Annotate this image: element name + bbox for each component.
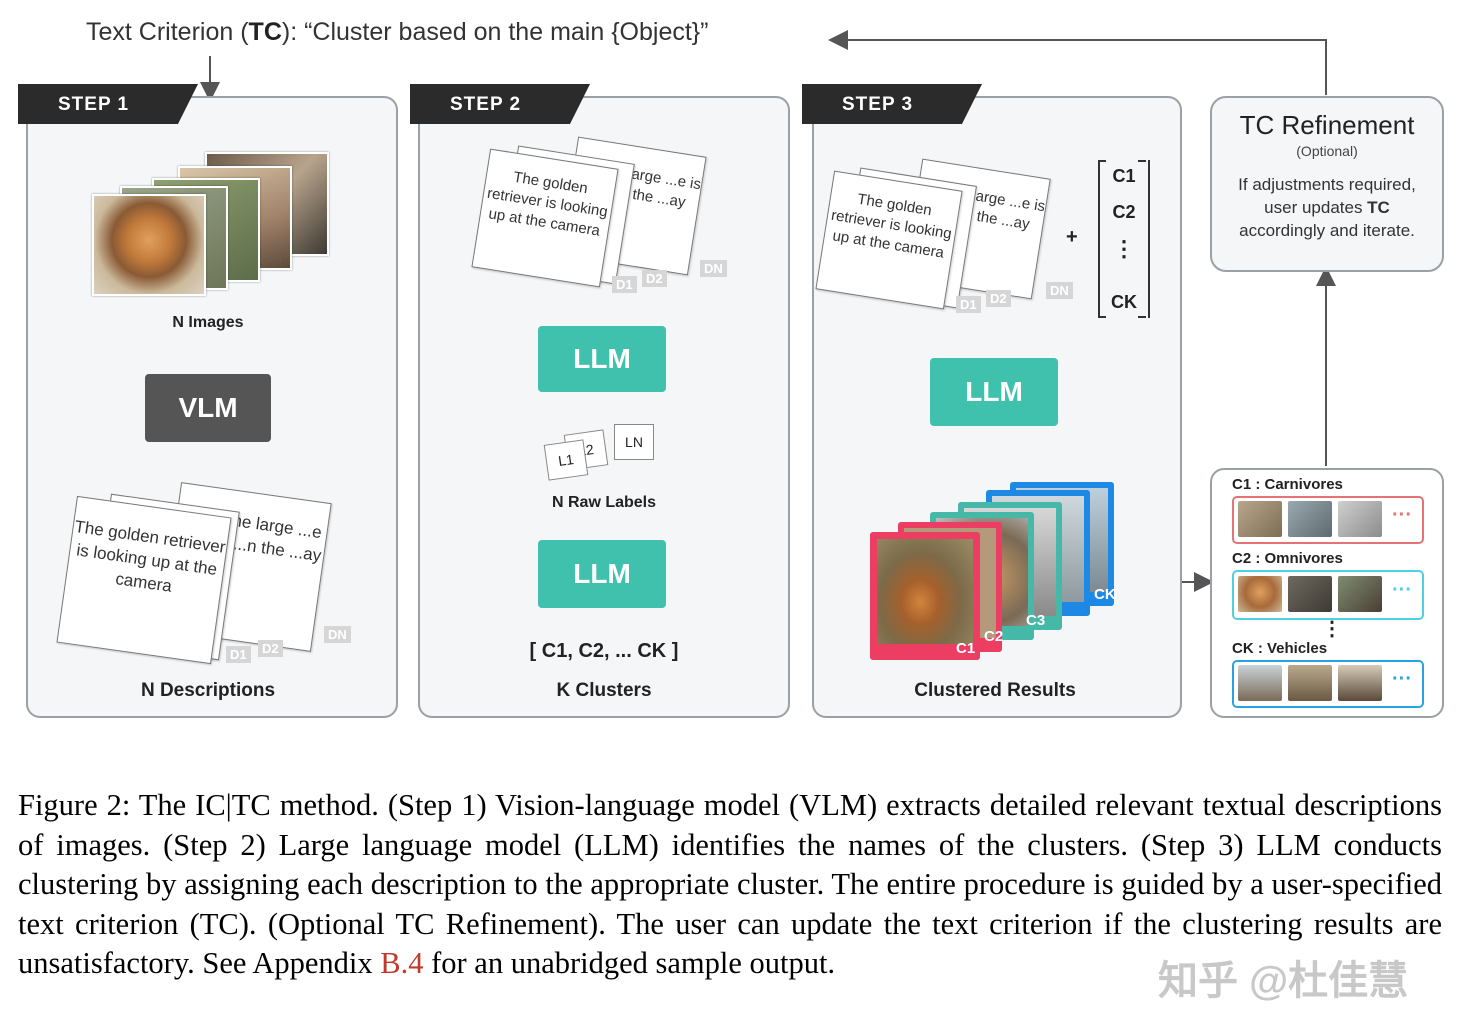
cluster-vdots: ⋮ [1113,236,1135,261]
cluster-bracket [1098,160,1150,318]
bracket-tick [1138,316,1146,318]
stack-label-c2: C2 [984,628,1004,645]
description-card-front: The golden retriever is looking up at th… [815,170,963,310]
cluster-row-carnivores: ··· [1232,496,1424,544]
cluster-title-carnivores: C1 : Carnivores [1232,476,1343,493]
description-card-front: The golden retriever is looking up at th… [471,148,619,288]
refinement-optional: (Optional) [1296,143,1358,159]
raw-labels-caption: N Raw Labels [551,494,657,511]
results-vdots: ⋮ [1322,618,1342,640]
more-dots: ··· [1392,668,1412,690]
stack-ellipsis: · · · [258,252,283,269]
tc-refinement-box: TC Refinement (Optional) If adjustments … [1210,96,1444,272]
images-label: N Images [172,314,244,331]
d1-label: D1 [612,276,637,293]
thumb-image [1288,665,1332,701]
more-dots: ··· [1392,504,1412,526]
thumb-image [1238,665,1282,701]
thumb-image [1338,576,1382,612]
watermark: 知乎 @杜佳慧 [1158,959,1409,1003]
d2-label: D2 [642,270,667,287]
cluster-c2: C2 [1112,202,1136,222]
figure-caption: Figure 2: The IC|TC method. (Step 1) Vis… [18,788,1442,980]
cluster-title-omnivores: C2 : Omnivores [1232,550,1343,567]
dn-label: DN [1046,282,1073,299]
step1-tab: STEP 1 [18,84,198,124]
d1-label: D1 [956,296,981,313]
stack-label-ck: CK [1094,586,1116,603]
appendix-link[interactable]: B.4 [380,946,424,980]
refinement-title: TC Refinement [1239,110,1415,140]
raw-label-l1: L1 [543,439,589,481]
description-card-front: The golden retriever is looking up at th… [56,495,232,665]
thumb-image [1238,576,1282,612]
results-label: Clustered Results [914,680,1076,701]
cluster-row-vehicles: ··· [1232,660,1424,708]
d2-label: D2 [258,640,283,657]
cluster-title-vehicles: CK : Vehicles [1232,640,1328,657]
step2-tab: STEP 2 [410,84,590,124]
descriptions-label: N Descriptions [140,680,276,701]
refinement-description: If adjustments required, user updates TC… [1238,175,1416,240]
thumb-image [1338,665,1382,701]
cluster-row-omnivores: ··· [1232,570,1424,620]
step3-tab: STEP 3 [802,84,982,124]
vlm-box: VLM [145,374,271,442]
dn-label: DN [700,260,727,277]
llm-box-assign: LLM [930,358,1058,426]
text-criterion: Text Criterion (TC): “Cluster based on t… [86,18,709,46]
raw-label-ln: LN [614,424,654,460]
bracket-tick [1098,316,1106,318]
dog-photo [92,194,206,296]
clusters-label: K Clusters [556,680,652,701]
llm-box-clusters: LLM [538,540,666,608]
cluster-ck: CK [1111,292,1137,312]
cluster-c1: C1 [1112,166,1136,186]
more-dots: ··· [1392,579,1412,601]
llm-box-labels: LLM [538,326,666,392]
thumb-image [1338,501,1382,537]
d1-label: D1 [226,646,251,663]
clusters-list: [ C1, C2, ... CK ] [529,640,679,662]
stack-label-c1: C1 [956,640,976,657]
result-stack-c1 [870,532,980,660]
thumb-image [1288,576,1332,612]
bracket-tick [1098,160,1106,162]
stack-label-c3: C3 [1026,612,1046,629]
d2-label: D2 [986,290,1011,307]
plus-sign: + [1066,226,1078,248]
thumb-image [1238,501,1282,537]
thumb-image [1288,501,1332,537]
bracket-tick [1138,160,1146,162]
dn-label: DN [324,626,351,643]
